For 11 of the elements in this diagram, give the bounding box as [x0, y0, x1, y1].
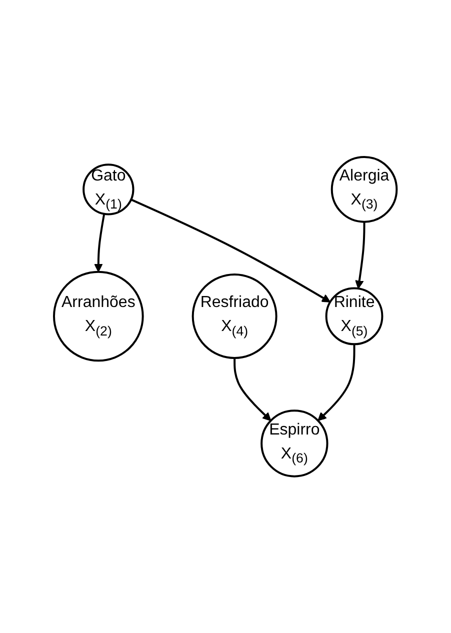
arrow [355, 222, 366, 289]
node-circle: Espirro X$_{(6)}$ [260, 409, 328, 478]
arrow [318, 344, 356, 421]
node-circle: Gato X$_{(1)}$ [82, 163, 134, 216]
node-circle: Alergia X$_{(3)}$ [331, 156, 398, 223]
arrow [130, 198, 331, 302]
arrow [94, 214, 106, 272]
arrow [234, 358, 272, 421]
node-circle: Arranhões X$_{(2)}$ [53, 270, 144, 362]
node-circle: Resfriado X$_{(4)}$ [192, 273, 278, 359]
node-circle: Rinite X$_{(5)}$ [325, 287, 384, 345]
